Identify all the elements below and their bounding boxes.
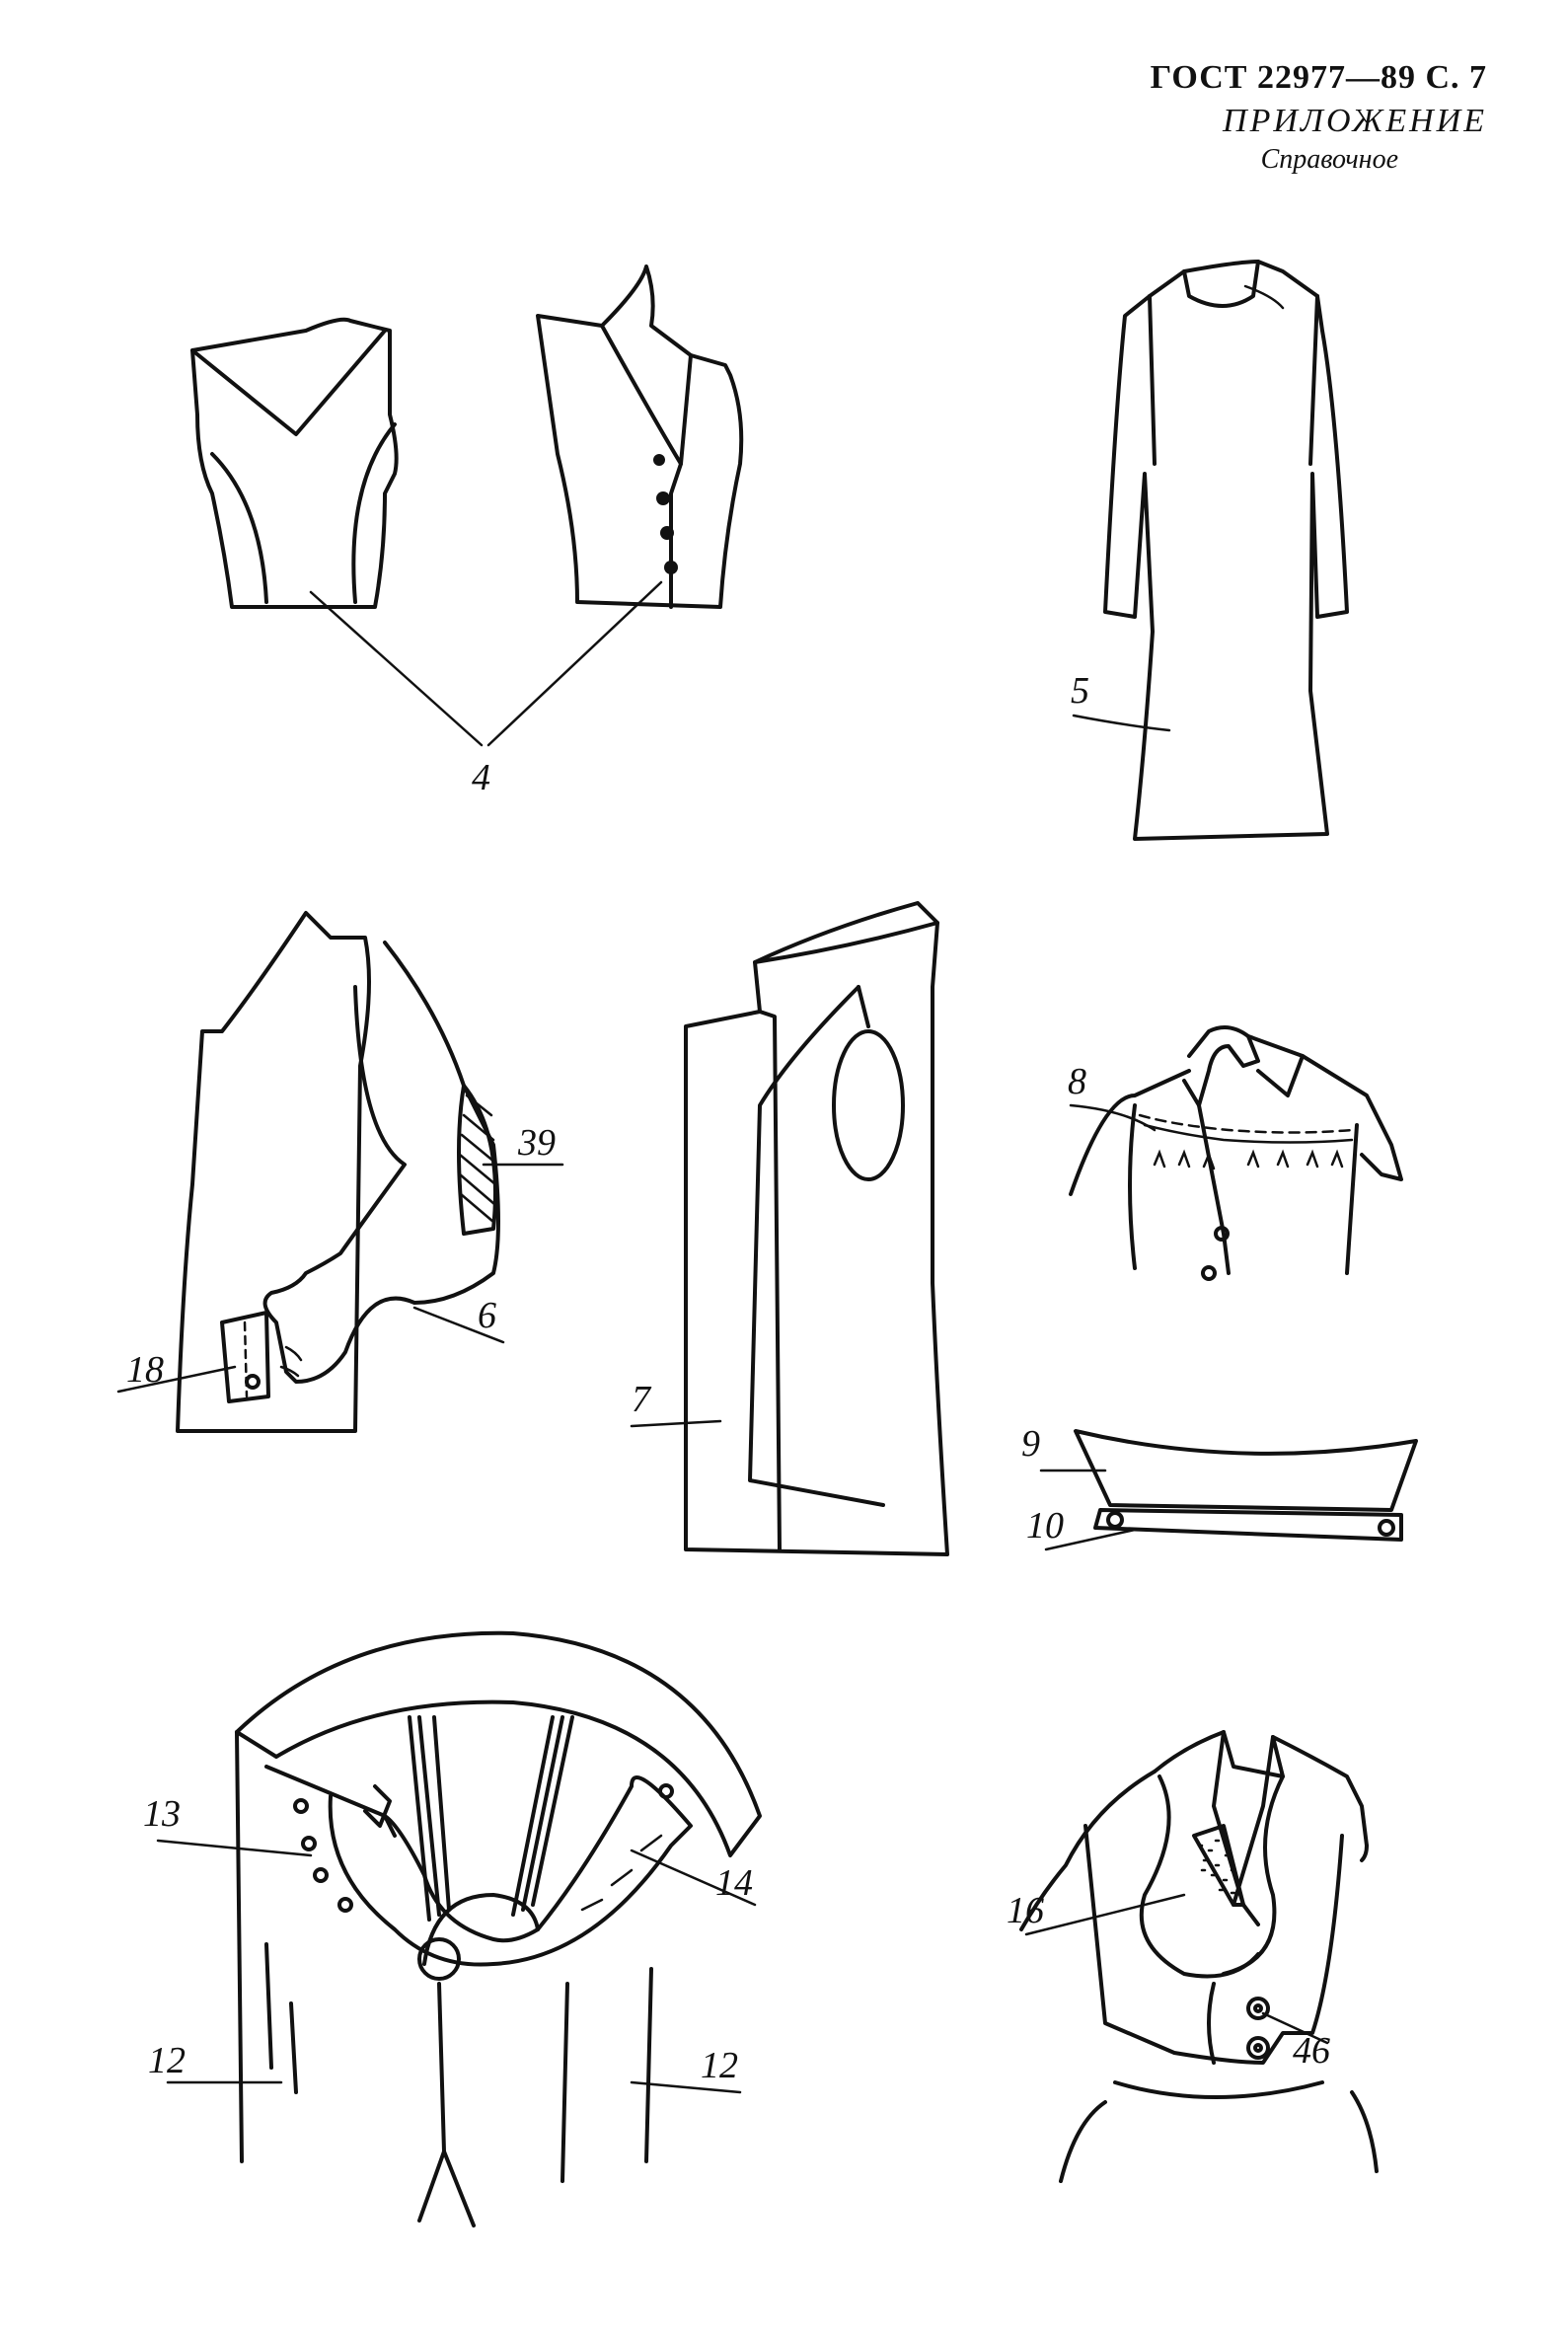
shirt-yoke-figure — [1069, 1025, 1403, 1281]
callout-39: 39 — [517, 1122, 556, 1164]
leader-line-yoke — [1069, 1103, 1157, 1132]
callout-46: 46 — [1293, 2030, 1330, 2072]
jacket-sleeve-figure — [176, 911, 500, 1433]
leader-line-buttons — [1261, 2011, 1329, 2045]
callout-10: 10 — [1026, 1505, 1064, 1547]
callout-18: 18 — [126, 1349, 164, 1391]
appendix-title: ПРИЛОЖЕНИЕ — [1223, 103, 1487, 139]
vest-v-neck-figure — [190, 317, 399, 609]
leader-line-jacket — [630, 1419, 722, 1428]
jacket-front-figure — [684, 901, 949, 1556]
trousers-belt-figure — [235, 1630, 762, 2227]
callout-13: 13 — [143, 1793, 181, 1835]
collar-figure — [1074, 1429, 1418, 1542]
callout-12-left: 12 — [148, 2040, 186, 2081]
callout-14: 14 — [715, 1862, 753, 1904]
appendix-type: Справочное — [1260, 144, 1398, 175]
callout-4: 4 — [472, 757, 490, 798]
callout-9: 9 — [1021, 1423, 1040, 1465]
standard-number: ГОСТ 22977—89 С. 7 — [1150, 59, 1487, 96]
leader-line-waistband — [156, 1839, 313, 1857]
leader-line-sleeve — [412, 1306, 505, 1344]
callout-7: 7 — [632, 1379, 652, 1420]
dress-figure — [1103, 260, 1349, 841]
callout-8: 8 — [1068, 1061, 1086, 1102]
leader-line-belt — [630, 1849, 757, 1907]
leader-line-vest-left — [309, 590, 484, 747]
leader-line-collar-stand — [1044, 1528, 1137, 1551]
vest-shawl-figure — [536, 264, 744, 609]
callout-6: 6 — [478, 1295, 496, 1336]
callout-12-right: 12 — [701, 2045, 738, 2086]
leader-line-dress — [1072, 714, 1171, 732]
leader-line-vest-right — [486, 580, 663, 747]
leader-line-trousers-right — [630, 2080, 742, 2094]
blouse-insert-figure — [1019, 1730, 1379, 2183]
page-header: ГОСТ 22977—89 С. 7 ПРИЛОЖЕНИЕ Справочное — [1151, 59, 1487, 176]
leader-line-insert — [1024, 1893, 1186, 1936]
callout-5: 5 — [1071, 670, 1089, 712]
callout-16: 16 — [1007, 1890, 1044, 1931]
leader-line-cuff — [116, 1365, 237, 1394]
